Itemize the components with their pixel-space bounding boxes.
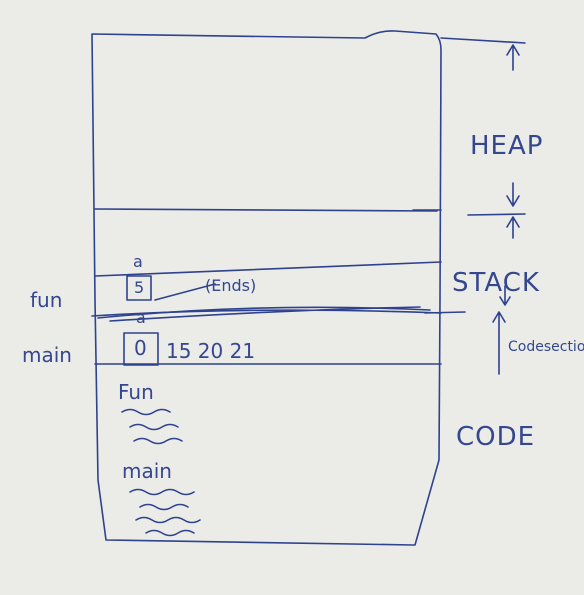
code-entry-fun: Fun <box>118 380 154 404</box>
main-code-squiggle-2 <box>139 503 189 511</box>
main-frame-label: main <box>22 343 72 367</box>
code-entry-main: main <box>122 459 172 483</box>
fun-var-box <box>126 275 152 301</box>
heap-down-arrow <box>506 182 520 207</box>
main-code-squiggle-1 <box>129 488 195 496</box>
fun-scribble <box>154 283 216 301</box>
fun-code-squiggle-3 <box>133 437 183 445</box>
fun-frame-note: (Ends) <box>205 276 257 295</box>
fun-var-name: a <box>133 252 143 271</box>
main-var-value: 0 <box>134 336 147 360</box>
code-section-label: Codesection <box>508 339 584 355</box>
stack-up-arrow <box>506 216 520 239</box>
main-var-history: 15 20 21 <box>166 339 256 363</box>
main-code-squiggle-3 <box>135 516 201 524</box>
memory-box-outline <box>91 30 442 546</box>
main-var-name: a <box>136 308 146 327</box>
stack-down-arrow <box>499 285 511 306</box>
heap-label: HEAP <box>470 131 544 161</box>
right-boundary-line <box>467 213 526 216</box>
stack-boundary-line <box>91 309 442 317</box>
code-section-arrow <box>492 311 506 375</box>
fun-frame-top <box>94 261 442 277</box>
code-label: CODE <box>456 422 536 452</box>
stack-label: STACK <box>452 268 540 298</box>
heap-boundary-line <box>94 208 438 212</box>
fun-frame-label: fun <box>30 288 63 312</box>
heap-top-line <box>440 37 526 44</box>
fun-code-squiggle-1 <box>121 408 171 416</box>
stack-boundary-line-3 <box>109 306 421 322</box>
main-code-squiggle-4 <box>145 529 195 537</box>
fun-var-value: 5 <box>134 278 145 297</box>
stack-right-line <box>424 311 466 314</box>
heap-up-arrow <box>506 44 520 71</box>
main-var-box <box>123 332 159 366</box>
fun-code-squiggle-2 <box>129 423 179 431</box>
